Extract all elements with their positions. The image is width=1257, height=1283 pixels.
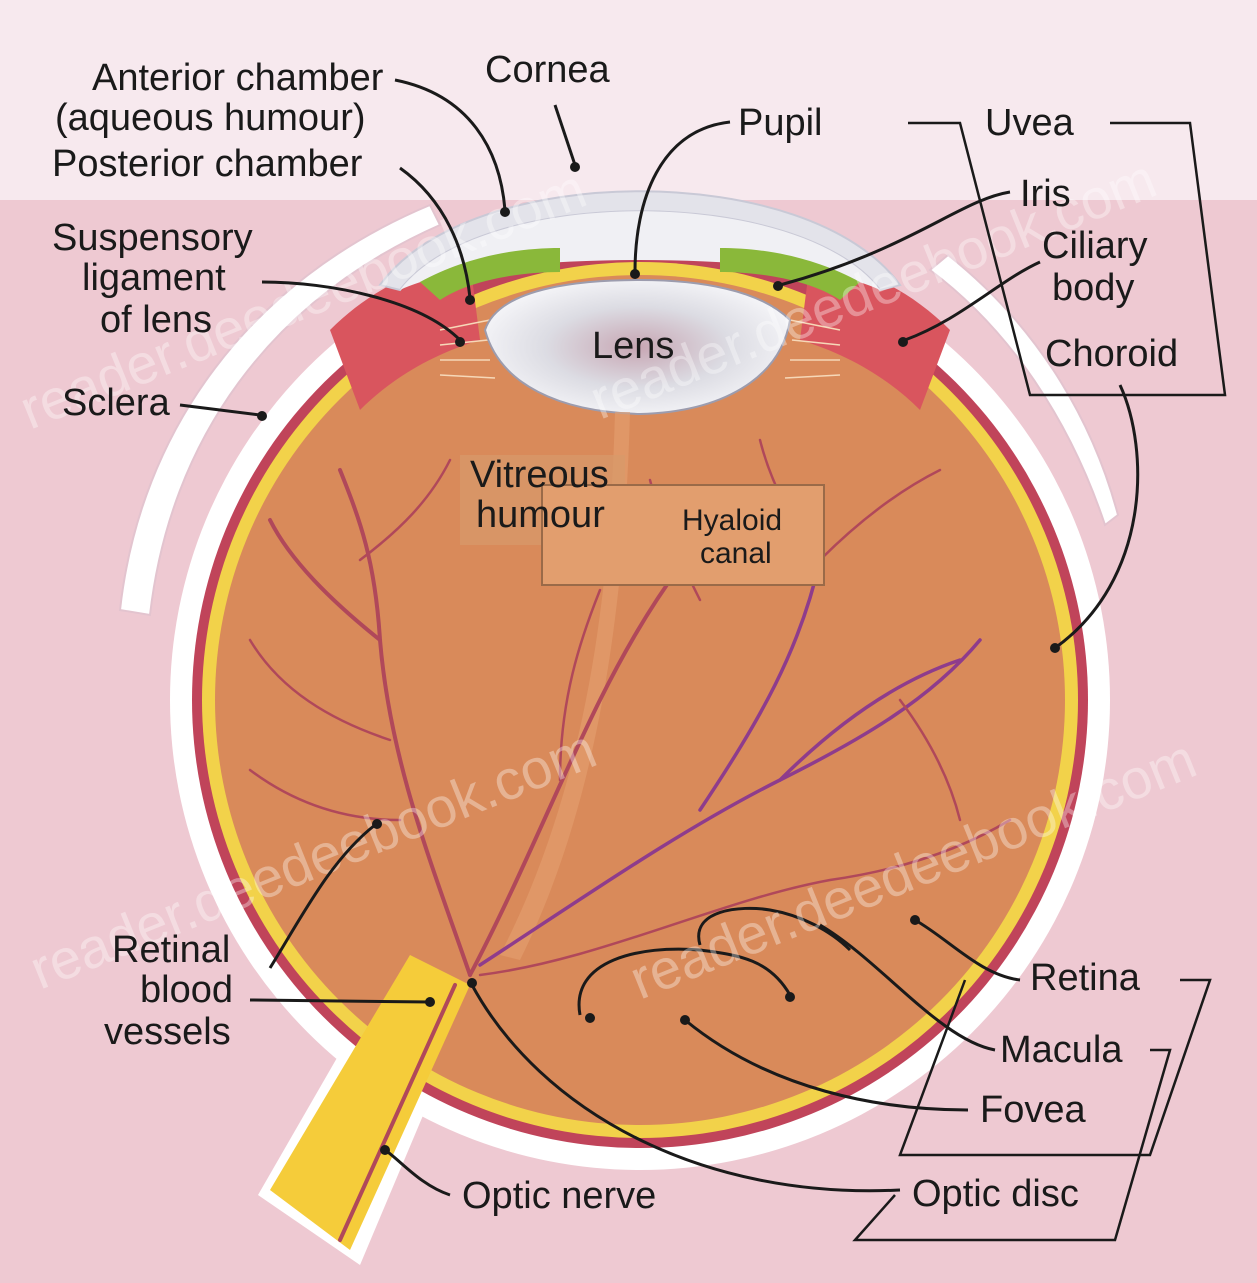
- label-ciliary-1: Ciliary: [1042, 225, 1148, 267]
- label-posterior-chamber: Posterior chamber: [52, 143, 363, 185]
- label-hyaloid-1: Hyaloid: [682, 504, 782, 537]
- label-suspensory-1: Suspensory: [52, 217, 253, 259]
- label-anterior-chamber-1: Anterior chamber: [92, 57, 384, 99]
- label-iris: Iris: [1020, 173, 1071, 215]
- label-cornea: Cornea: [485, 49, 610, 91]
- label-retinal-3: vessels: [104, 1011, 231, 1053]
- label-lens: Lens: [592, 325, 674, 367]
- label-optic-nerve: Optic nerve: [462, 1175, 656, 1217]
- label-macula: Macula: [1000, 1029, 1123, 1071]
- label-sclera: Sclera: [62, 382, 171, 424]
- label-choroid: Choroid: [1045, 333, 1178, 375]
- label-retinal-1: Retinal: [112, 929, 230, 971]
- leader-retinal-vessels-2: [250, 1000, 430, 1002]
- label-optic-disc: Optic disc: [912, 1173, 1079, 1215]
- label-hyaloid-2: canal: [700, 537, 772, 570]
- label-vitreous-1: Vitreous: [470, 454, 609, 496]
- label-ciliary-2: body: [1052, 267, 1134, 309]
- label-suspensory-3: of lens: [100, 299, 212, 341]
- label-retina: Retina: [1030, 957, 1141, 999]
- label-retinal-2: blood: [140, 969, 233, 1011]
- label-anterior-chamber-2: (aqueous humour): [55, 97, 366, 139]
- label-pupil: Pupil: [738, 102, 823, 144]
- label-vitreous-2: humour: [476, 494, 605, 536]
- label-uvea: Uvea: [985, 102, 1075, 144]
- label-fovea: Fovea: [980, 1089, 1086, 1131]
- label-suspensory-2: ligament: [82, 257, 226, 299]
